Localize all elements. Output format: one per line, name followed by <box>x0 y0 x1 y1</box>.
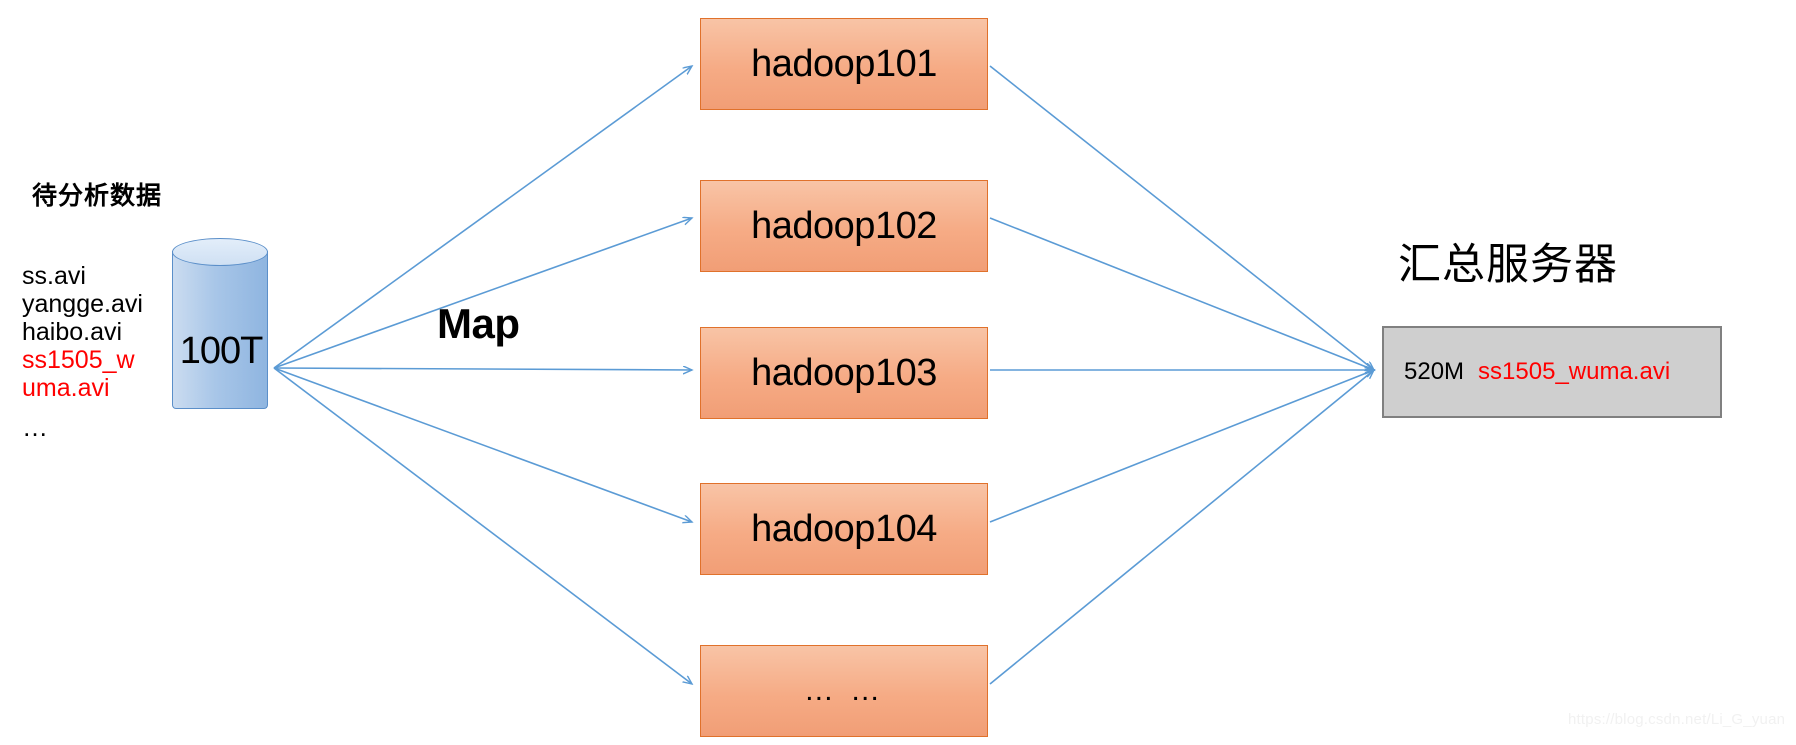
node-box-hadoop102: hadoop102 <box>700 180 988 272</box>
storage-cylinder-icon: 100T <box>172 238 270 412</box>
aggregate-server-box: 520M ss1505_wuma.avi <box>1382 326 1722 418</box>
file-list-item: haibo.avi <box>22 318 123 346</box>
aggregate-server-title: 汇总服务器 <box>1398 241 1618 289</box>
node-box-more: … … <box>700 645 988 737</box>
source-data-title: 待分析数据 <box>32 182 163 210</box>
aggregate-result-filename: ss1505_wuma.avi <box>1478 358 1671 385</box>
storage-capacity-label: 100T <box>179 330 264 372</box>
node-box-hadoop104: hadoop104 <box>700 483 988 575</box>
node-label: hadoop102 <box>751 204 937 247</box>
node-box-hadoop101: hadoop101 <box>700 18 988 110</box>
file-list-item-highlight: ss1505_w <box>22 346 135 374</box>
watermark: https://blog.csdn.net/Li_G_yuan <box>1568 711 1786 728</box>
file-list-item: yangge.avi <box>22 290 143 318</box>
file-list-item: ss.avi <box>22 262 86 290</box>
node-label: … … <box>803 674 885 707</box>
file-list-ellipsis: … <box>22 412 49 442</box>
source-file-list: ss.avi yangge.avi haibo.avi ss1505_w uma… <box>22 262 172 402</box>
map-phase-label: Map <box>437 300 520 347</box>
aggregate-result-size: 520M <box>1404 358 1465 385</box>
cylinder-top-ellipse <box>172 238 268 266</box>
node-box-hadoop103: hadoop103 <box>700 327 988 419</box>
node-label: hadoop101 <box>751 42 937 85</box>
file-list-item-highlight: uma.avi <box>22 374 110 402</box>
cylinder-body <box>172 251 268 409</box>
node-label: hadoop104 <box>751 507 937 550</box>
node-label: hadoop103 <box>751 351 937 394</box>
